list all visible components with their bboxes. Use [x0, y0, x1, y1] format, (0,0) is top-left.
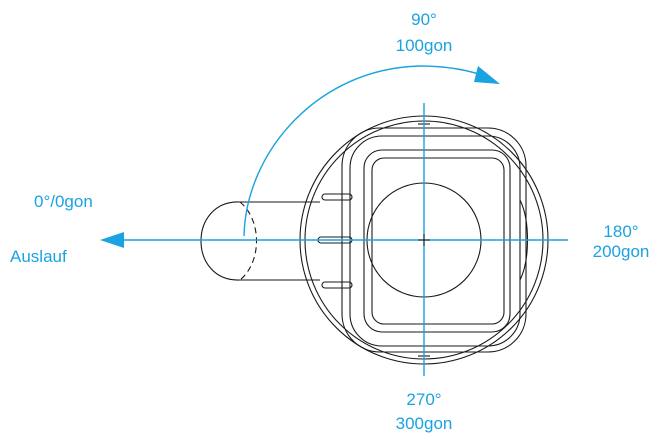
label-180-deg: 180° — [603, 222, 639, 241]
outlet-arrow-head — [100, 232, 124, 248]
frame-middle — [349, 135, 521, 347]
label-270-gon: 300gon — [395, 414, 453, 433]
center-crosshair — [418, 234, 430, 246]
label-0-deg: 0°/0gon — [34, 192, 93, 211]
rotation-arc — [243, 65, 491, 237]
label-270-deg: 270° — [406, 390, 442, 409]
label-270: 270° 300gon — [376, 390, 472, 434]
label-180-gon: 200gon — [592, 242, 650, 261]
label-90-gon: 100gon — [395, 36, 453, 55]
connector-fins — [317, 193, 353, 289]
label-90-deg: 90° — [411, 10, 437, 29]
frame-inner — [363, 149, 511, 333]
label-90: 90° 100gon — [376, 10, 472, 56]
frame-innermost — [371, 157, 505, 325]
label-outlet-text: Auslauf — [10, 247, 67, 266]
outlet-pipe — [200, 201, 320, 281]
label-180: 180° 200gon — [576, 222, 666, 262]
rotation-arrow-head — [474, 66, 500, 84]
label-outlet: Auslauf — [10, 247, 130, 267]
label-0: 0°/0gon — [0, 192, 150, 212]
